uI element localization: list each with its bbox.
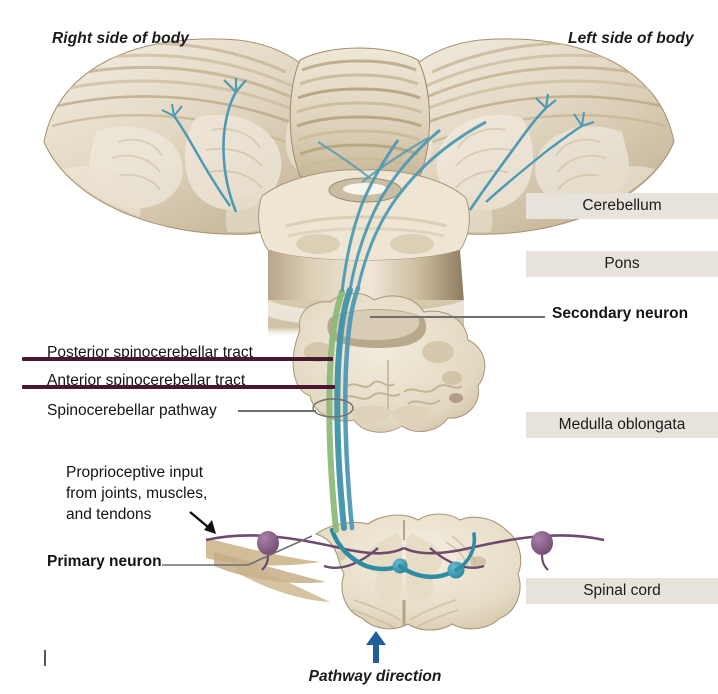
region-box-pons: Pons [526, 251, 718, 277]
anterior-spinocerebellar-tract-label: Anterior spinocerebellar tract [47, 372, 246, 389]
proprioceptive-input-line-3: and tendons [66, 506, 152, 523]
anterior-tract-strikethrough [22, 385, 335, 389]
spinal-cord-illustration [205, 513, 605, 631]
spinocerebellar-pathway-label: Spinocerebellar pathway [47, 402, 217, 419]
proprioceptive-input-line-1: Proprioceptive input [66, 464, 203, 481]
pathway-direction-arrow-icon [366, 631, 386, 663]
region-box-cerebellum: Cerebellum [526, 193, 718, 219]
posterior-tract-strikethrough [22, 357, 333, 361]
posterior-spinocerebellar-tract-label: Posterior spinocerebellar tract [47, 344, 253, 361]
dorsal-root-ganglion-right [531, 531, 553, 571]
secondary-neuron-label: Secondary neuron [552, 305, 689, 322]
proprioceptive-input-note: Proprioceptive input from joints, muscle… [66, 462, 207, 525]
spinocerebellar-tract-lines [161, 78, 595, 533]
proprioceptive-input-arrow-icon [189, 511, 216, 534]
secondary-neuron-leader-line [370, 316, 545, 318]
corner-tick-mark [44, 650, 46, 666]
region-box-medulla-oblongata: Medulla oblongata [526, 412, 718, 438]
region-box-spinal-cord: Spinal cord [526, 578, 718, 604]
cerebellum-illustration [43, 38, 675, 235]
pathway-highlight-ellipse [312, 398, 354, 418]
pathway-direction-label: Pathway direction [308, 668, 442, 685]
spinocerebellar-pathway-leader-line [238, 410, 316, 412]
proprioceptive-input-line-2: from joints, muscles, [66, 485, 208, 502]
left-side-of-body-label: Left side of body [568, 30, 694, 47]
primary-neuron-leader-line [162, 535, 313, 566]
primary-neuron-label: Primary neuron [47, 553, 162, 570]
right-side-of-body-label: Right side of body [52, 30, 189, 47]
